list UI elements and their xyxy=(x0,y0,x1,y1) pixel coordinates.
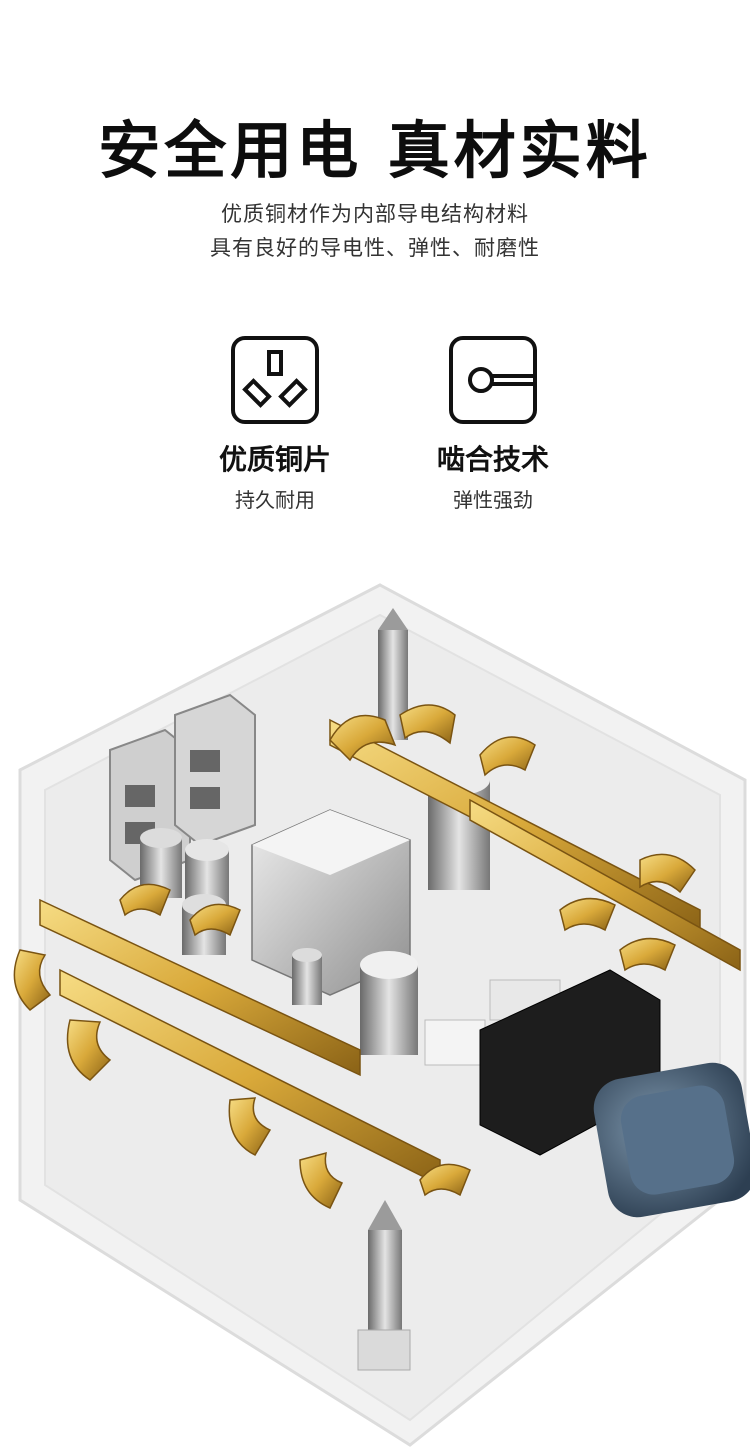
power-strip-internal-illustration xyxy=(13,583,750,1447)
description-line-1: 优质铜材作为内部导电结构材料 xyxy=(221,202,529,226)
contact-clip-icon xyxy=(449,336,537,424)
feature-copper-sheet: 优质铜片 持久耐用 xyxy=(165,336,385,513)
feature-title: 啮合技术 xyxy=(436,443,549,476)
feature-meshing-tech: 啮合技术 弹性强劲 xyxy=(383,336,603,513)
feature-subtitle: 持久耐用 xyxy=(235,488,315,512)
page-headline: 安全用电 真材实料 xyxy=(98,114,652,187)
description-line-2: 具有良好的导电性、弹性、耐磨性 xyxy=(210,236,540,260)
feature-title: 优质铜片 xyxy=(218,443,331,476)
socket-outlet-icon xyxy=(231,336,319,424)
feature-subtitle: 弹性强劲 xyxy=(453,488,533,512)
power-switch xyxy=(479,969,750,1218)
usb-ports xyxy=(109,693,256,882)
copper-conductor-strips xyxy=(13,704,741,1209)
